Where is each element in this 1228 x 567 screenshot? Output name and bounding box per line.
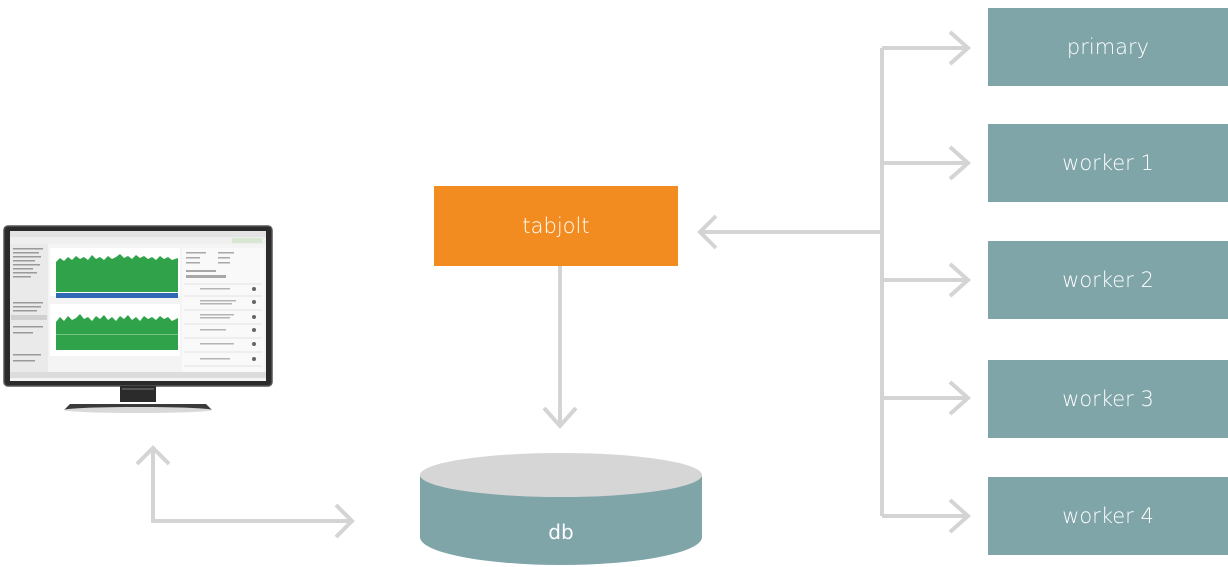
tabjolt-label: tabjolt bbox=[522, 214, 590, 238]
worker-4-node: worker 4 bbox=[988, 477, 1228, 555]
primary-node: primary bbox=[988, 8, 1228, 86]
worker-2-node: worker 2 bbox=[988, 241, 1228, 319]
arrowhead-worker-4 bbox=[948, 498, 972, 534]
desktop-monitor-icon bbox=[3, 225, 273, 413]
worker-4-label: worker 4 bbox=[1062, 504, 1154, 528]
worker-2-label: worker 2 bbox=[1062, 268, 1154, 292]
worker-1-label: worker 1 bbox=[1062, 151, 1154, 175]
db-label: db bbox=[548, 520, 574, 544]
arrowhead-worker-2 bbox=[948, 262, 972, 298]
arrowhead-monitor bbox=[135, 445, 171, 466]
arrowhead-worker-3 bbox=[948, 380, 972, 416]
arrowhead-db-side bbox=[334, 503, 355, 539]
arrowhead-tabjolt bbox=[697, 214, 718, 250]
arrowhead-primary bbox=[948, 30, 972, 66]
worker-3-node: worker 3 bbox=[988, 360, 1228, 438]
arrowhead-db-top bbox=[542, 406, 578, 430]
db-cylinder-icon bbox=[420, 453, 702, 565]
tabjolt-node: tabjolt bbox=[434, 186, 678, 266]
primary-label: primary bbox=[1066, 35, 1150, 59]
arrowhead-worker-1 bbox=[948, 145, 972, 181]
worker-3-label: worker 3 bbox=[1062, 387, 1154, 411]
monitor-to-db-line bbox=[151, 448, 352, 523]
worker-1-node: worker 1 bbox=[988, 124, 1228, 202]
